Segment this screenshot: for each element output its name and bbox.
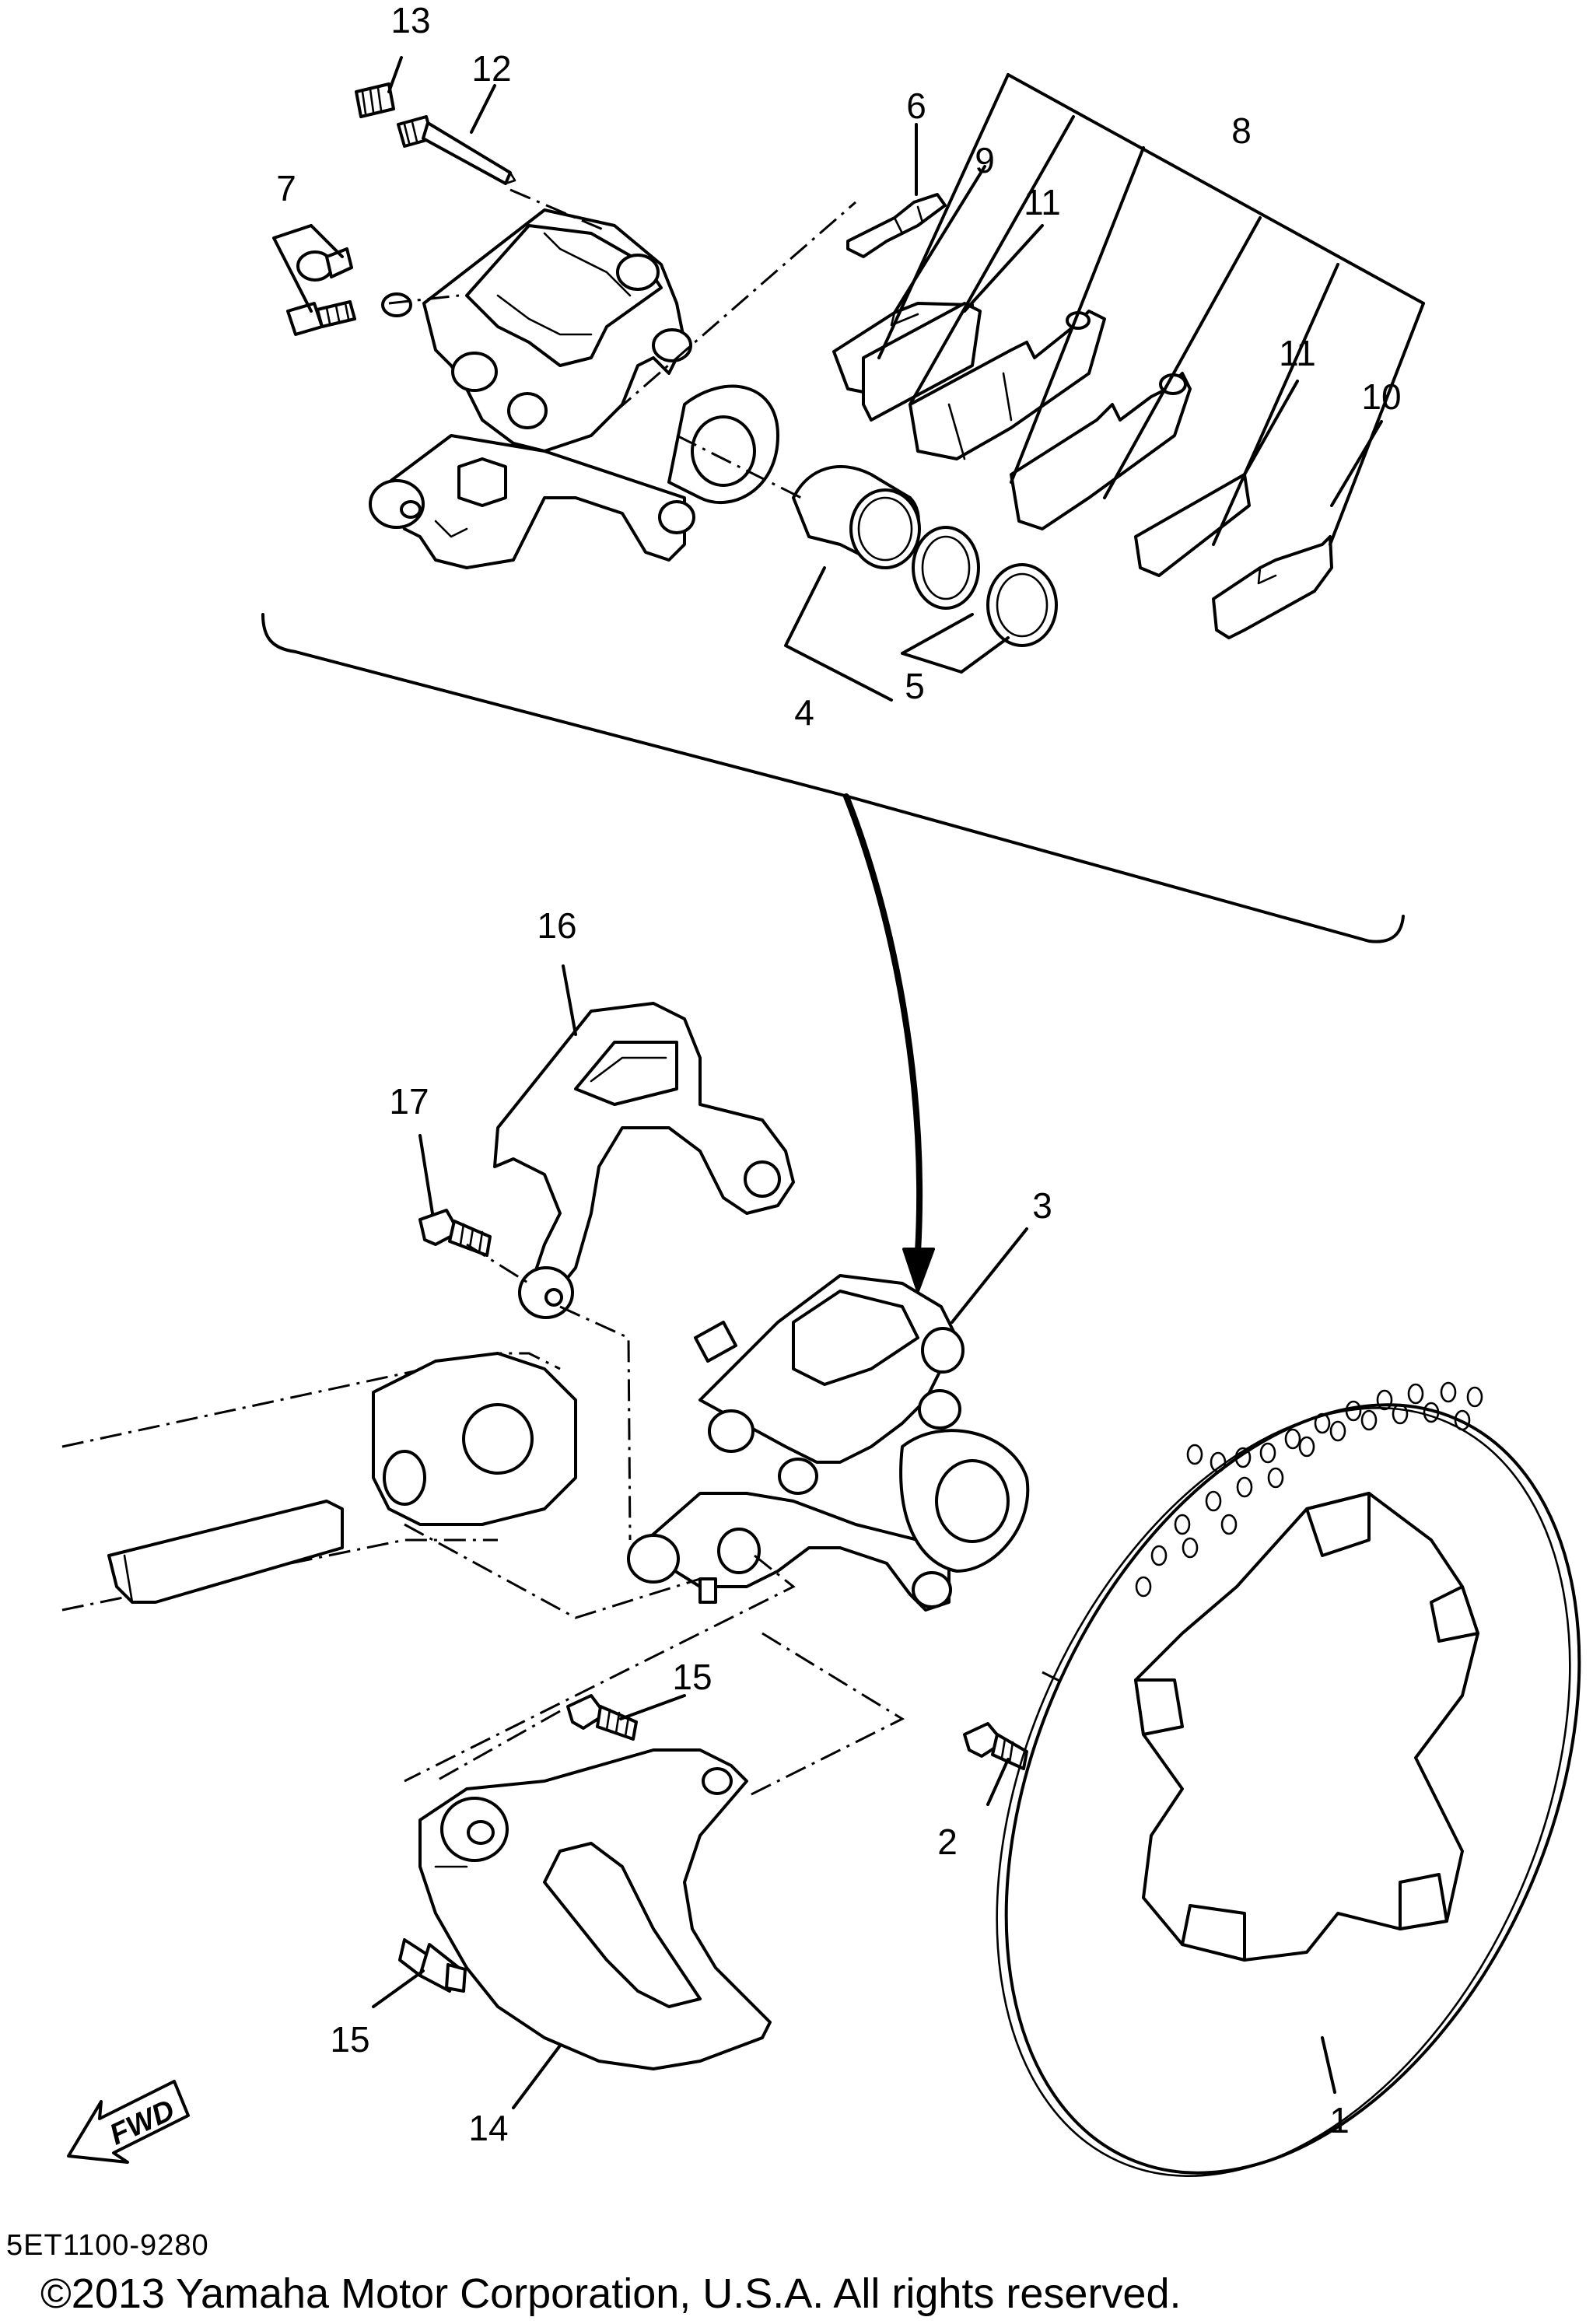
part-1-brake-disc — [996, 1381, 1581, 2177]
part-2-disc-bolt — [963, 1722, 1028, 1770]
part-12-pin — [397, 115, 516, 185]
caliper-body-top — [369, 208, 779, 569]
swingarm-outline — [61, 1352, 577, 1612]
part-10-shim — [1212, 535, 1333, 639]
part-7-bleed-screw — [286, 247, 412, 336]
diagram-code: 5ET1100-9280 — [6, 2229, 209, 2262]
label-7: 7 — [276, 168, 296, 208]
label-15a: 15 — [672, 1657, 712, 1697]
label-8: 8 — [1231, 110, 1252, 151]
label-11b: 11 — [1279, 333, 1316, 373]
part-16-caliper-guard — [493, 1002, 795, 1319]
label-12: 12 — [471, 48, 511, 89]
label-1: 1 — [1329, 2100, 1350, 2140]
part-14-guard — [418, 1748, 772, 2070]
detail-bracket — [261, 613, 1405, 1293]
label-3: 3 — [1032, 1185, 1052, 1226]
part-3-caliper-assembly — [627, 1274, 1030, 1612]
fwd-arrow-icon: FWD — [67, 2080, 190, 2164]
assembly-lines-top — [388, 188, 856, 499]
disc-holes — [1135, 1381, 1483, 1598]
label-10: 10 — [1361, 376, 1401, 417]
label-13: 13 — [390, 0, 430, 40]
label-5: 5 — [905, 666, 925, 706]
label-9: 9 — [975, 140, 995, 180]
part-17-bolt — [418, 1209, 492, 1257]
label-4: 4 — [794, 692, 814, 733]
label-17: 17 — [389, 1081, 429, 1122]
label-16: 16 — [537, 905, 576, 946]
label-2: 2 — [937, 1822, 958, 1862]
part-4-piston — [792, 465, 921, 569]
part-15-bolt-b — [398, 1938, 467, 1993]
part-11-shim-b — [1134, 473, 1251, 577]
copyright-notice: ©2013 Yamaha Motor Corporation, U.S.A. A… — [40, 2270, 1182, 2317]
part-labels: 13 12 7 6 9 11 8 11 10 4 5 16 17 3 15 2 … — [276, 0, 1401, 2148]
label-6: 6 — [906, 86, 926, 126]
label-14: 14 — [468, 2108, 508, 2148]
part-13-cap — [355, 82, 395, 118]
part-5-seals — [912, 526, 1058, 647]
label-11a: 11 — [1024, 182, 1061, 222]
leader-lines-bottom — [372, 964, 1336, 2109]
label-15b: 15 — [330, 2019, 369, 2060]
leader-lines-top — [272, 56, 1425, 702]
part-6-pad-spring — [846, 193, 947, 258]
